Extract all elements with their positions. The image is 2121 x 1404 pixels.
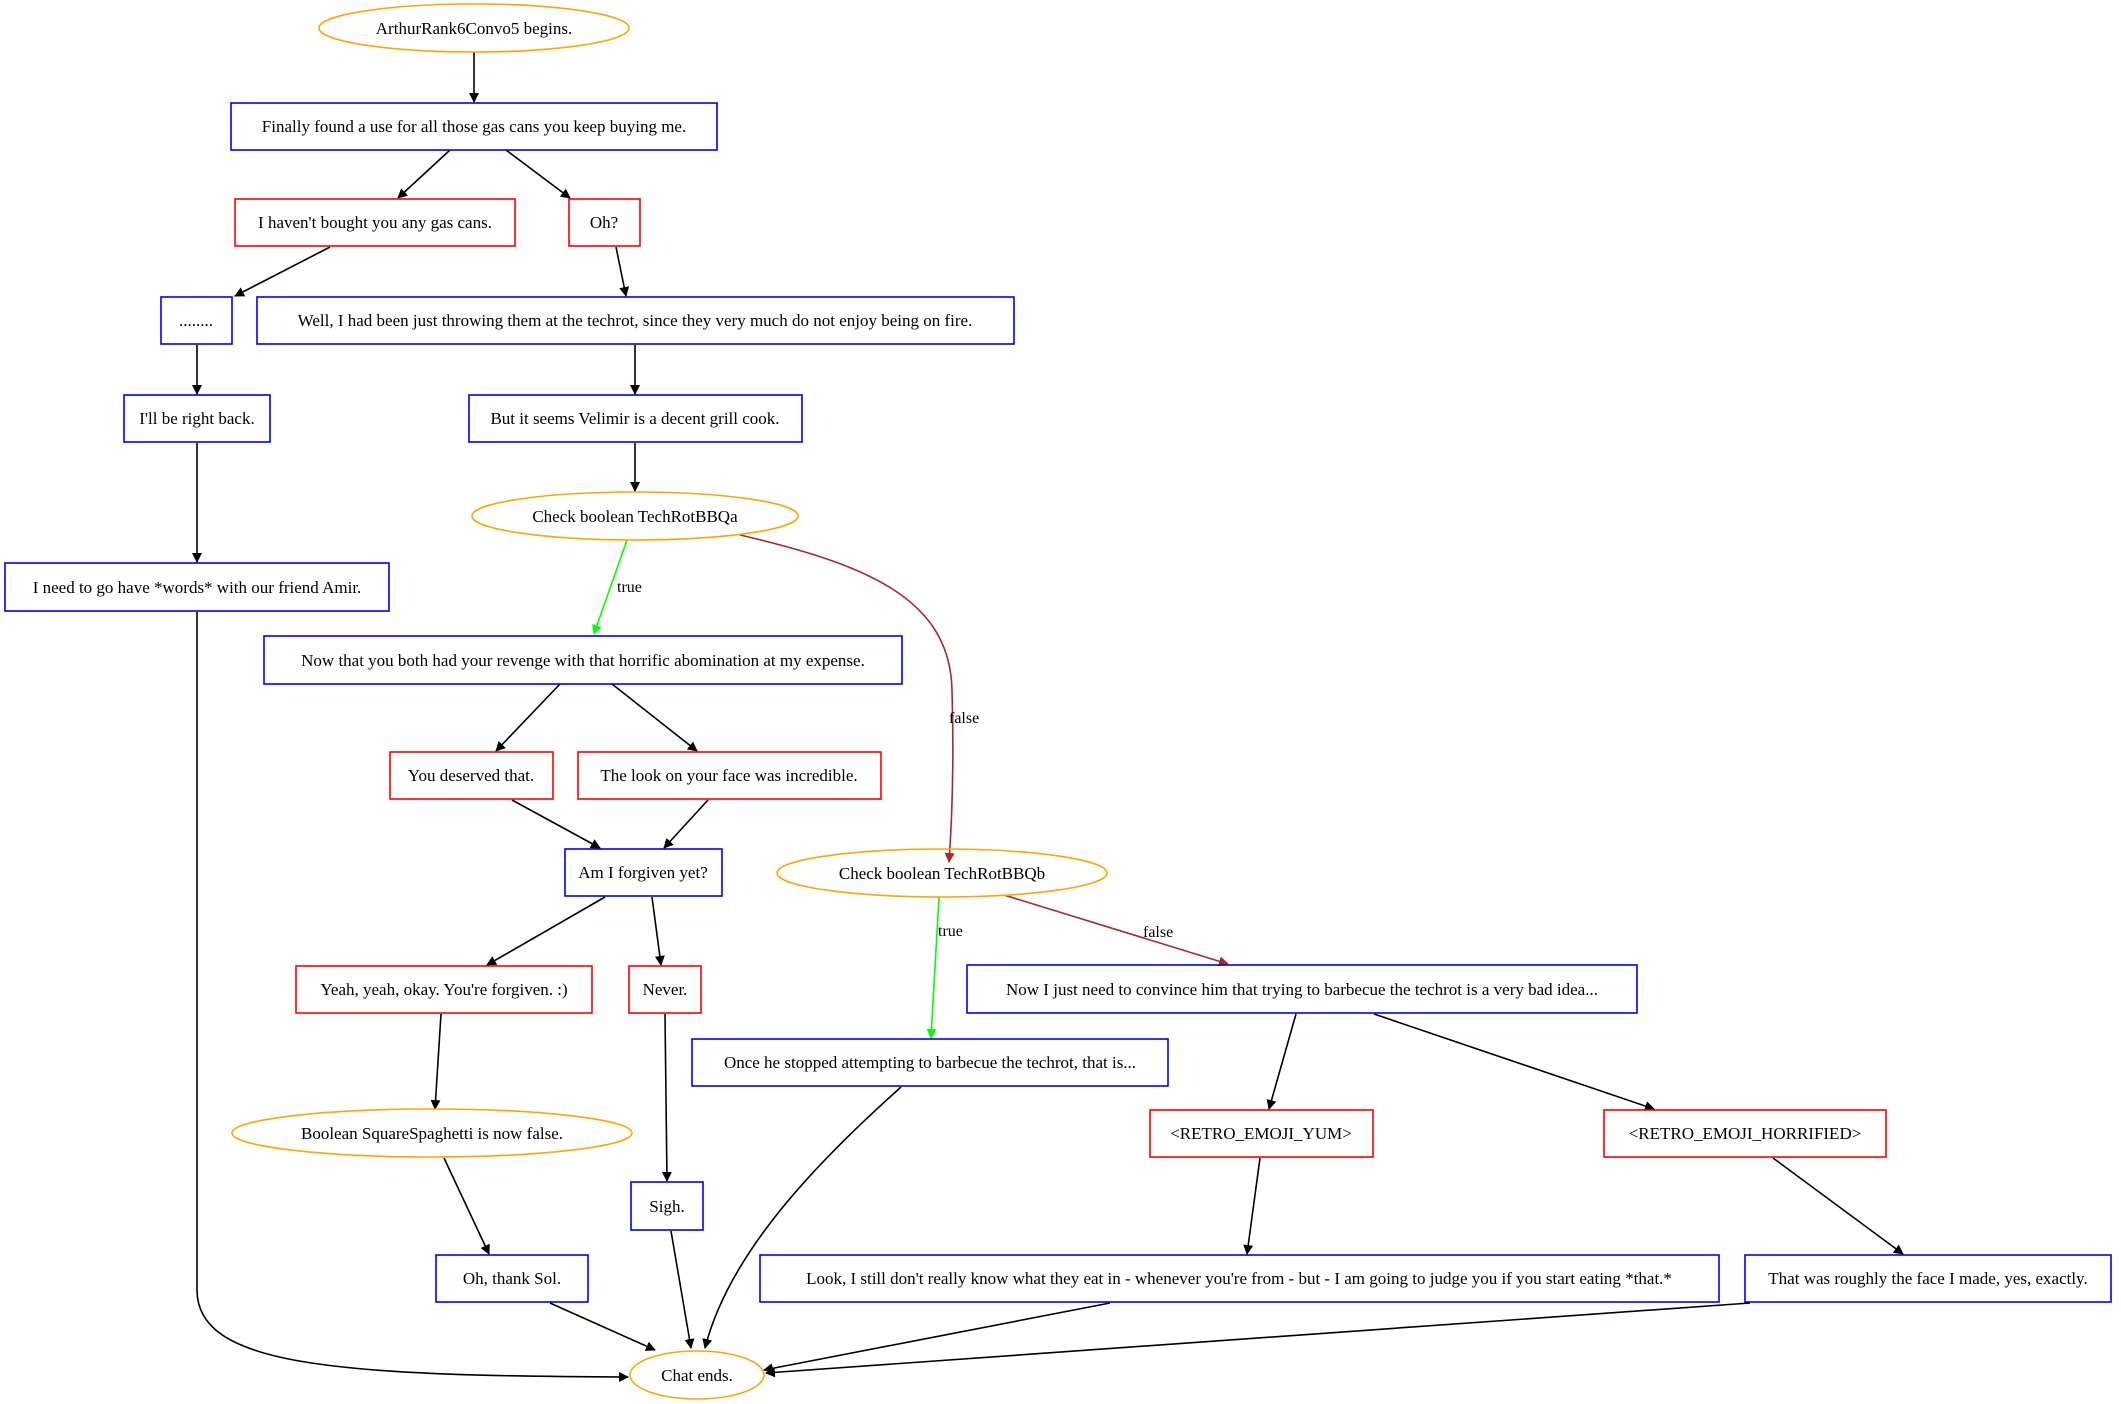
edge-words-amir-to-chat-ends: [196, 612, 629, 1382]
node-dots: ........: [179, 311, 213, 330]
node-emoji-horrified-shape: [1603, 1109, 1887, 1158]
node-sigh-shape: [630, 1181, 704, 1231]
edge-convince-to-emoji-yum: [1266, 1013, 1297, 1110]
node-check-a: Check boolean TechRotBBQa: [532, 507, 738, 526]
edge-label-check-b-true: true: [938, 923, 963, 940]
edge-labels: true false true false: [617, 579, 1173, 941]
node-check-b: Check boolean TechRotBBQb: [839, 864, 1045, 883]
node-oh: Oh?: [590, 213, 618, 232]
edge-label-check-a-true: true: [617, 579, 642, 596]
edge-gas-cans-to-havent-bought: [397, 149, 451, 199]
node-havent-bought: I haven't bought you any gas cans.: [258, 213, 492, 232]
node-look-face-shape: [577, 751, 882, 800]
node-gas-cans: Finally found a use for all those gas ca…: [262, 117, 686, 136]
node-never-shape: [628, 965, 702, 1014]
node-labels: ArthurRank6Convo5 begins. Finally found …: [33, 19, 2088, 1385]
node-look-judge: Look, I still don't really know what the…: [806, 1269, 1672, 1288]
dialogue-nodes: [4, 102, 2112, 1303]
edge-never-to-sigh: [661, 1013, 672, 1182]
edge-check-a-false: [739, 534, 955, 863]
node-emoji-horrified: <RETRO_EMOJI_HORRIFIED>: [1629, 1124, 1862, 1143]
edge-look-face-to-forgiven-q: [663, 799, 709, 849]
node-bool-spaghetti: Boolean SquareSpaghetti is now false.: [301, 1124, 563, 1143]
node-velimir: But it seems Velimir is a decent grill c…: [490, 409, 779, 428]
node-havent-bought-shape: [234, 198, 516, 247]
edge-revenge-to-look-face: [611, 683, 698, 752]
node-bool-spaghetti-shape: [231, 1108, 633, 1158]
node-check-b-shape: [776, 848, 1108, 898]
edge-forgiven-q-to-never: [651, 896, 665, 966]
node-forgiven-q: Am I forgiven yet?: [578, 863, 708, 882]
edge-once-stopped-to-chat-ends: [702, 1086, 902, 1349]
node-sigh: Sigh.: [649, 1197, 684, 1216]
node-thank-sol: Oh, thank Sol.: [463, 1269, 561, 1288]
node-emoji-yum: <RETRO_EMOJI_YUM>: [1170, 1124, 1352, 1143]
edge-look-judge-to-chat-ends: [763, 1302, 1111, 1374]
node-thank-sol-shape: [435, 1254, 589, 1303]
node-roughly-face: That was roughly the face I made, yes, e…: [1768, 1269, 2087, 1288]
node-now-revenge: Now that you both had your revenge with …: [301, 651, 865, 670]
node-deserved-shape: [389, 751, 554, 800]
edge-forgiven-q-to-yeah: [486, 896, 606, 966]
node-yeah-forgiven-shape: [295, 965, 593, 1014]
node-look-face: The look on your face was incredible.: [600, 766, 857, 785]
node-words-amir: I need to go have *words* with our frien…: [33, 578, 362, 597]
edge-emoji-horrified-to-roughly-face: [1772, 1157, 1904, 1255]
node-once-stopped: Once he stopped attempting to barbecue t…: [724, 1053, 1136, 1072]
node-velimir-shape: [468, 394, 803, 443]
node-chat-ends: Chat ends.: [661, 1366, 733, 1385]
node-roughly-face-shape: [1744, 1254, 2112, 1303]
node-right-back-shape: [123, 394, 271, 443]
node-yeah-forgiven: Yeah, yeah, okay. You're forgiven. :): [320, 980, 567, 999]
edge-label-check-a-false: false: [949, 710, 979, 727]
node-chat-ends-shape: [629, 1350, 765, 1400]
edge-check-b-false: [1003, 894, 1229, 967]
choice-nodes: [234, 198, 1887, 1158]
edge-check-a-true: [592, 539, 628, 635]
node-gas-cans-shape: [230, 102, 718, 151]
node-once-stopped-shape: [691, 1038, 1169, 1087]
node-check-a-shape: [471, 491, 799, 541]
edge-label-check-b-false: false: [1143, 924, 1173, 941]
node-start-shape: [318, 3, 630, 53]
node-convince: Now I just need to convince him that try…: [1006, 980, 1598, 999]
node-deserved: You deserved that.: [408, 766, 534, 785]
edge-check-b-true: [926, 896, 940, 1039]
node-never: Never.: [643, 980, 688, 999]
edge-sigh-to-chat-ends: [670, 1230, 695, 1349]
node-start: ArthurRank6Convo5 begins.: [376, 19, 572, 38]
edge-havent-bought-to-dots: [234, 246, 331, 297]
node-emoji-yum-shape: [1149, 1109, 1374, 1158]
node-well-shape: [256, 296, 1015, 345]
node-convince-shape: [966, 964, 1638, 1014]
edge-convince-to-emoji-horrified: [1373, 1013, 1655, 1111]
edge-bool-spaghetti-to-thank-sol: [443, 1157, 490, 1255]
node-right-back: I'll be right back.: [139, 409, 254, 428]
edge-oh-to-well: [615, 246, 630, 297]
edge-yeah-to-bool-spaghetti: [430, 1013, 442, 1110]
edge-revenge-to-deserved: [495, 683, 561, 752]
node-words-amir-shape: [4, 562, 390, 612]
node-now-revenge-shape: [263, 635, 903, 685]
node-look-judge-shape: [759, 1254, 1720, 1303]
node-oh-shape: [568, 198, 641, 247]
edge-deserved-to-forgiven-q: [511, 799, 601, 849]
node-dots-shape: [160, 296, 233, 345]
edge-roughly-face-to-chat-ends: [765, 1302, 1751, 1378]
edge-emoji-yum-to-look-judge: [1243, 1157, 1261, 1255]
edge-gas-cans-to-oh: [505, 149, 571, 199]
node-forgiven-q-shape: [564, 848, 723, 897]
node-well: Well, I had been just throwing them at t…: [298, 311, 973, 330]
edges: [192, 52, 1904, 1382]
event-nodes: [231, 3, 1108, 1400]
edge-thank-sol-to-chat-ends: [549, 1302, 656, 1351]
